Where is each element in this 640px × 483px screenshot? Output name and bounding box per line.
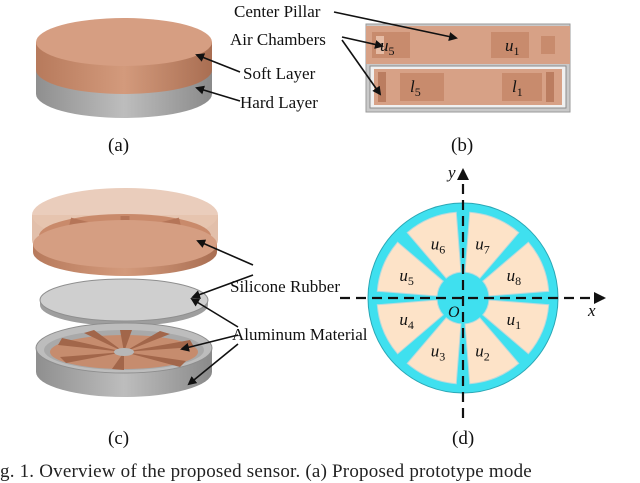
panel-c-label: (c): [108, 428, 129, 449]
chamber-l1-label: l1: [512, 77, 523, 99]
x-axis-label: x: [587, 301, 596, 320]
air-chamber-6: [406, 211, 462, 279]
air-chamber-2: [464, 317, 520, 385]
center-pillar-label: Center Pillar: [234, 2, 321, 21]
chamber-l5-label: l5: [410, 77, 421, 99]
soft-layer-top: [36, 18, 212, 66]
aluminum-material-label: Aluminum Material: [232, 325, 368, 344]
chamber-label-u3: u3: [431, 342, 446, 364]
air-chamber-8: [482, 241, 550, 297]
soft-plate-top: [33, 220, 217, 268]
panel-d: y x O u1 u2 u3 u4 u5 u6 u7 u8 (d): [340, 163, 606, 449]
chamber-label-u6: u6: [431, 234, 446, 256]
air-chamber-group: [376, 211, 550, 385]
air-chamber-7: [464, 211, 520, 279]
figure-caption: g. 1. Overview of the proposed sensor. (…: [0, 461, 532, 482]
panel-a: Soft Layer Hard Layer (a): [36, 18, 318, 156]
chamber-label-u5: u5: [399, 266, 414, 288]
panel-d-label: (d): [452, 428, 474, 449]
silicone-rubber-label: Silicone Rubber: [230, 277, 340, 296]
air-chambers-label: Air Chambers: [230, 30, 326, 49]
chamber-u1-label: u1: [505, 36, 520, 58]
chamber-label-u1: u1: [507, 310, 521, 332]
air-chamber-3: [406, 317, 462, 385]
panel-b-label: (b): [451, 135, 473, 156]
chamber-label-u8: u8: [507, 266, 521, 288]
panel-a-label: (a): [108, 135, 129, 156]
panel-c: Silicone Rubber Aluminum Material (c): [32, 188, 368, 449]
hard-layer-label: Hard Layer: [240, 93, 318, 112]
air-chamber-4: [376, 299, 444, 355]
aluminum-disk: [39, 278, 209, 322]
soft-layer-label: Soft Layer: [243, 64, 316, 83]
panel-b: u5 u1 l5 l1 Center Pillar Air Chambers (…: [230, 2, 571, 156]
chamber-u5-label: u5: [380, 36, 395, 58]
chamber-label-u7: u7: [475, 234, 490, 256]
origin-label: O: [448, 304, 460, 321]
air-chamber-1: [482, 299, 550, 355]
air-chamber-5: [376, 241, 444, 297]
chamber-label-u4: u4: [399, 310, 414, 332]
chamber-label-u2: u2: [475, 342, 490, 364]
y-axis-label: y: [446, 163, 456, 182]
